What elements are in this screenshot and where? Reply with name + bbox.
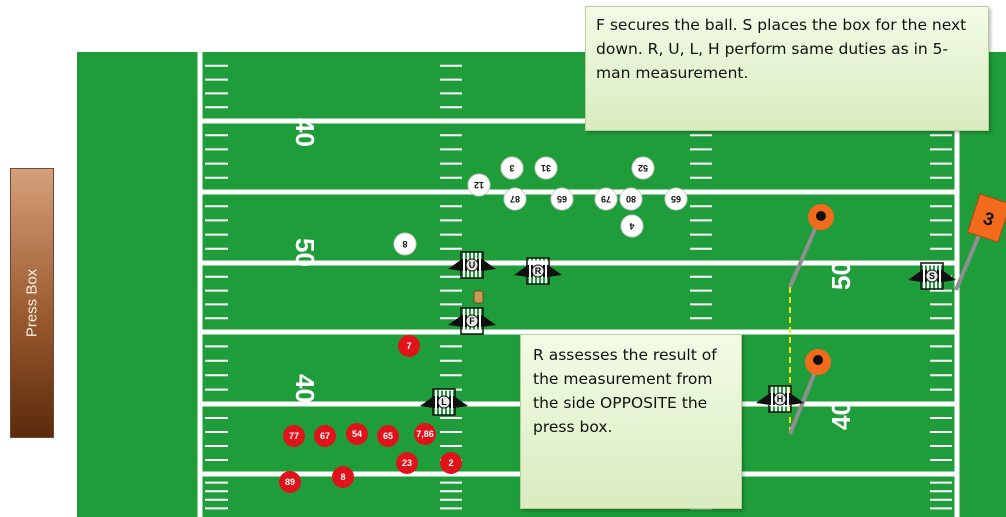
- svg-text:2: 2: [448, 458, 453, 468]
- offense-player: 65: [377, 425, 399, 447]
- yard-number-40-right-low: 40: [826, 401, 856, 430]
- yard-lines: [200, 118, 957, 477]
- offense-player: 2: [440, 452, 462, 474]
- svg-text:23: 23: [402, 458, 412, 468]
- rod-pole-top: [788, 221, 820, 288]
- svg-text:7,86: 7,86: [416, 429, 434, 439]
- offense-player: 77: [283, 425, 305, 447]
- svg-text:80: 80: [626, 194, 636, 204]
- official-s: S: [908, 262, 956, 290]
- svg-text:U: U: [469, 260, 476, 270]
- offense-player: 54: [346, 423, 368, 445]
- officials: U R F L H S: [420, 251, 956, 416]
- svg-text:8: 8: [402, 239, 407, 249]
- svg-text:65: 65: [671, 194, 681, 204]
- defense-player: 52: [631, 156, 655, 180]
- svg-text:F: F: [469, 316, 475, 326]
- chain-marker-bottom-dot: [813, 355, 823, 365]
- defense-player: 65: [664, 187, 688, 211]
- press-box: Press Box: [10, 168, 54, 438]
- offense-player: 8: [332, 466, 354, 488]
- callout-note-bottom: R assesses the result of the measurement…: [520, 334, 742, 509]
- offense-player: 23: [396, 452, 418, 474]
- svg-text:L: L: [441, 397, 447, 407]
- svg-text:77: 77: [289, 431, 299, 441]
- svg-text:52: 52: [638, 163, 648, 173]
- svg-text:7: 7: [406, 341, 411, 351]
- svg-text:87: 87: [510, 194, 520, 204]
- down-box: 3: [966, 193, 1006, 243]
- yard-number-40-top: 40: [290, 118, 320, 147]
- defense-player: 31: [534, 156, 558, 180]
- football: [473, 290, 484, 304]
- defense-player: 4: [620, 214, 644, 238]
- svg-text:H: H: [777, 394, 784, 404]
- press-box-label: Press Box: [23, 268, 41, 338]
- defense-player: 12: [467, 173, 491, 197]
- svg-text:4: 4: [629, 221, 634, 231]
- svg-text:31: 31: [541, 163, 551, 173]
- svg-text:S: S: [929, 271, 935, 281]
- official-f: F: [448, 307, 496, 335]
- offense-player: 7,86: [414, 423, 436, 445]
- offense-player: 67: [314, 425, 336, 447]
- callout-note-top: F secures the ball. S places the box for…: [585, 6, 989, 131]
- yard-number-40-low: 40: [290, 374, 320, 403]
- official-h: H: [756, 385, 804, 413]
- defense-player: 65: [550, 187, 574, 211]
- yard-number-50-right: 50: [826, 261, 856, 290]
- official-r: R: [514, 257, 562, 285]
- defense-player: 87: [503, 187, 527, 211]
- defense-player: 80: [619, 187, 643, 211]
- svg-text:54: 54: [352, 429, 362, 439]
- offense-player: 89: [279, 471, 301, 493]
- official-l: L: [420, 388, 468, 416]
- defense-player: 79: [594, 187, 618, 211]
- svg-text:65: 65: [383, 431, 393, 441]
- offense-player: 7: [398, 335, 420, 357]
- yard-number-50: 50: [290, 238, 320, 267]
- svg-text:R: R: [535, 266, 542, 276]
- svg-text:12: 12: [474, 180, 484, 190]
- svg-text:67: 67: [320, 431, 330, 441]
- defense-player: 3: [500, 156, 524, 180]
- svg-text:79: 79: [601, 194, 611, 204]
- svg-text:8: 8: [340, 472, 345, 482]
- official-u: U: [448, 251, 496, 279]
- hash-marks: [205, 64, 952, 510]
- down-box-pole: [954, 227, 984, 291]
- defense-player: 8: [393, 232, 417, 256]
- svg-text:89: 89: [285, 477, 295, 487]
- chain-marker-top-dot: [816, 211, 826, 221]
- svg-text:3: 3: [509, 163, 514, 173]
- svg-text:65: 65: [557, 194, 567, 204]
